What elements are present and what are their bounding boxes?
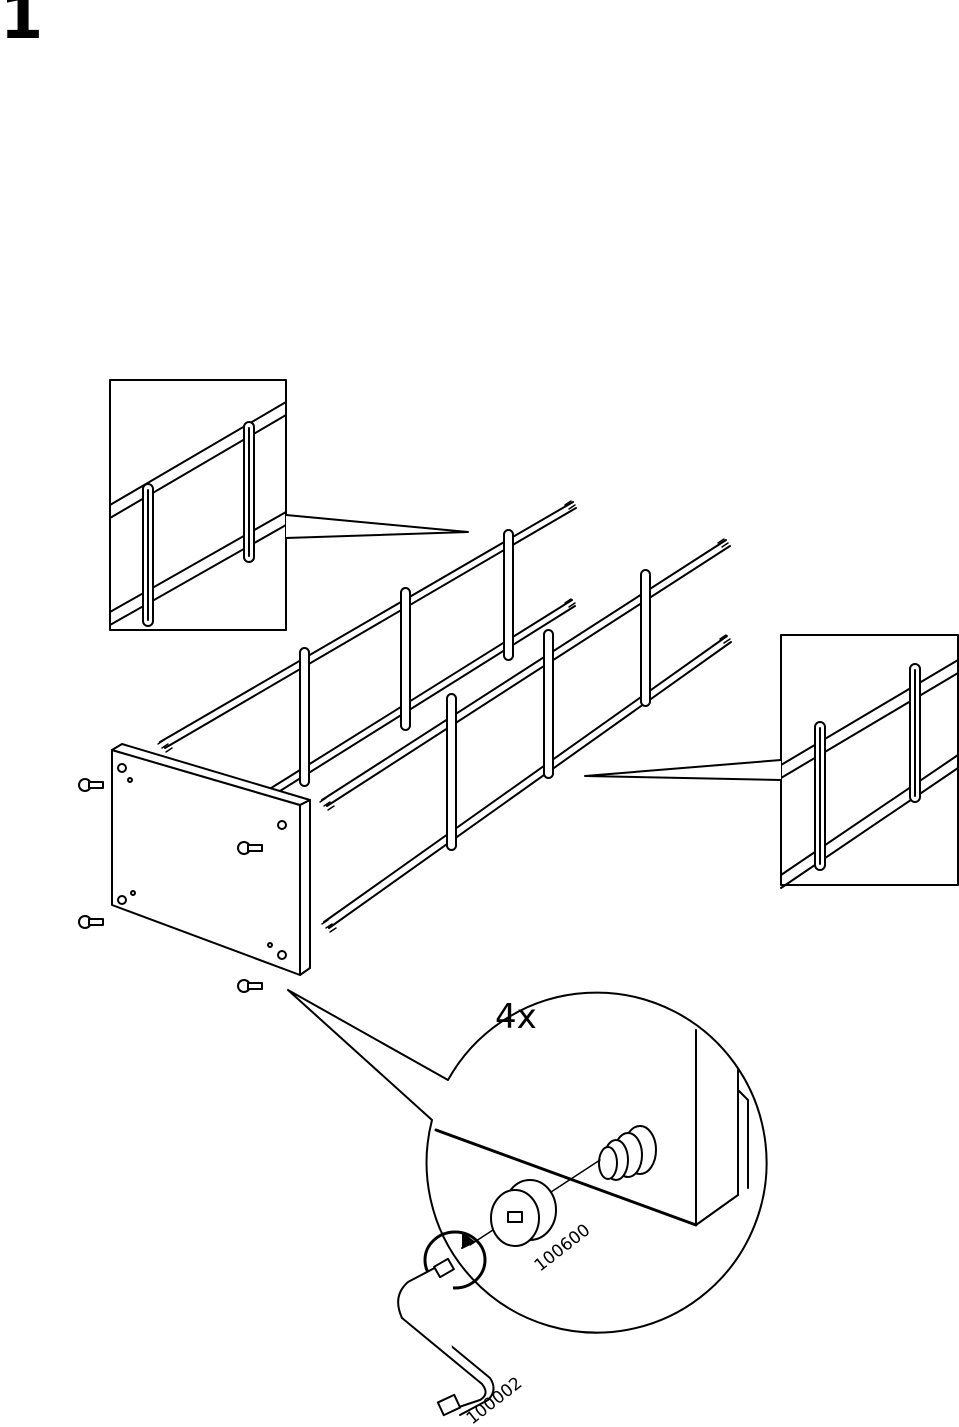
quantity-label: 4x (495, 997, 537, 1037)
end-panel (112, 744, 310, 975)
detail-inset-left (110, 380, 468, 630)
callout-circle (288, 990, 767, 1333)
posts (300, 530, 650, 850)
